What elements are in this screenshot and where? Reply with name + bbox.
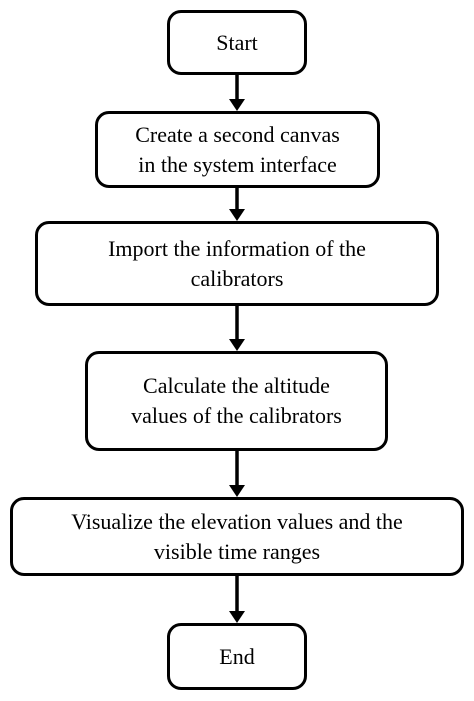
step-2-label: Import the information of the calibrator… — [108, 235, 366, 291]
end-node: End — [167, 623, 307, 690]
start-node: Start — [167, 10, 307, 75]
process-import-calibrators: Import the information of the calibrator… — [35, 221, 439, 306]
arrowhead-end — [229, 611, 245, 623]
arrowhead-step1 — [229, 99, 245, 111]
end-label: End — [219, 643, 255, 669]
step-3-label: Calculate the altitude values of the cal… — [131, 373, 342, 428]
arrowhead-step2 — [229, 209, 245, 221]
arrowhead-step4 — [229, 485, 245, 497]
step-4-label: Visualize the elevation values and the v… — [71, 508, 403, 564]
process-visualize-elevation: Visualize the elevation values and the v… — [10, 497, 464, 576]
start-label: Start — [216, 29, 258, 55]
process-create-canvas: Create a second canvas in the system int… — [95, 111, 380, 188]
arrowhead-step3 — [229, 339, 245, 351]
step-1-label: Create a second canvas in the system int… — [135, 121, 340, 177]
process-calculate-altitude: Calculate the altitude values of the cal… — [85, 351, 388, 451]
